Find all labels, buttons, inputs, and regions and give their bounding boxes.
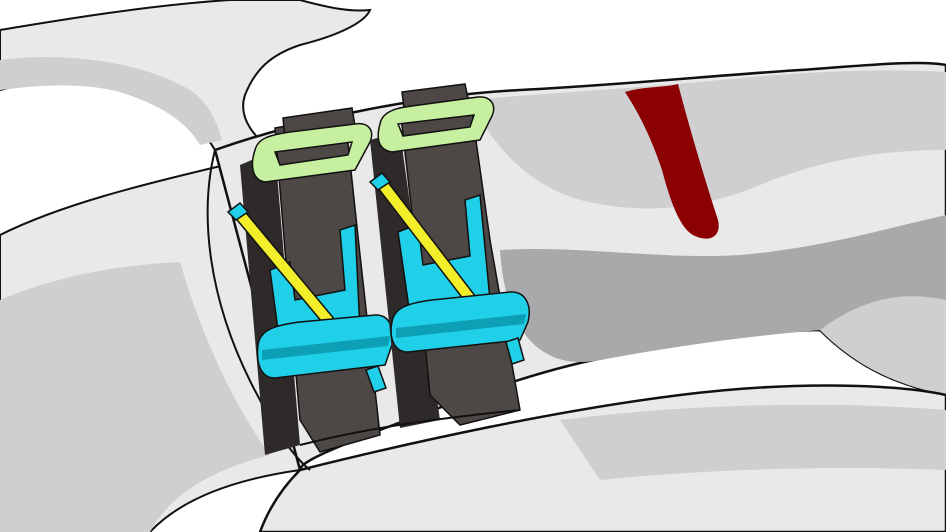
wound-blood	[625, 84, 719, 239]
groin-crease	[206, 149, 311, 471]
windlass-rod-end	[226, 201, 250, 221]
knee-shade	[820, 296, 946, 395]
strap-wrap-lower	[299, 409, 521, 446]
buckle	[377, 96, 495, 153]
thigh-shade-top	[470, 70, 946, 209]
buckle	[251, 122, 373, 183]
windlass-clip-top	[262, 336, 390, 360]
tourniquet-right	[368, 83, 530, 428]
torso-shade	[0, 262, 270, 532]
tourniquet-left	[226, 107, 394, 455]
windlass-rod-tip	[505, 337, 525, 365]
windlass-rod-end	[368, 171, 392, 191]
windlass-rod-tip	[365, 365, 387, 393]
windlass-clip-top	[396, 314, 526, 338]
hand-shade	[0, 57, 222, 145]
thigh-shade-bottom	[500, 215, 946, 395]
lower-leg-shade	[560, 404, 946, 480]
